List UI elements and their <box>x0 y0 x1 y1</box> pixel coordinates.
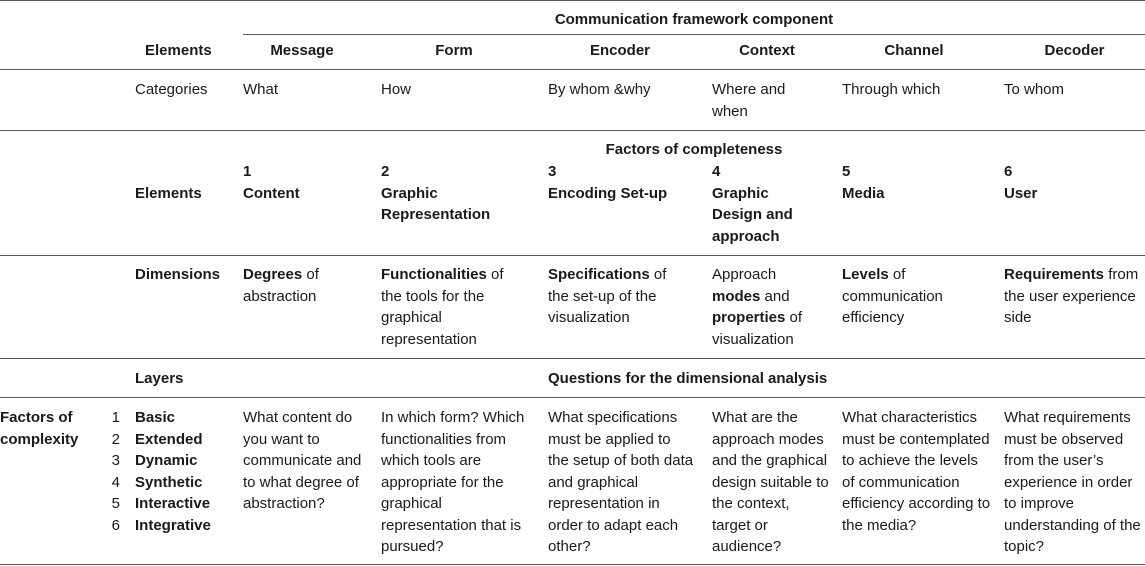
level-number: 4 <box>111 473 120 491</box>
dimension-text: of visualization <box>712 309 803 348</box>
rule-bottom <box>0 564 1145 565</box>
question-form: In which form? Which functionalities fro… <box>381 409 525 555</box>
factor-number: 2 <box>381 163 390 180</box>
dimension-keyword: properties <box>712 309 786 326</box>
elements-label: Elements <box>145 42 212 59</box>
complexity-level-numbers: 1 2 3 4 5 6 <box>100 407 120 536</box>
completeness-elements-label: Elements <box>135 185 202 202</box>
component-message: Message <box>270 42 334 59</box>
level-name: Basic <box>135 409 176 426</box>
level-number: 1 <box>111 409 120 426</box>
completeness-title: Factors of completeness <box>605 141 783 158</box>
dimension-text: of the set-up of the visualization <box>548 266 667 326</box>
group-title: Communication framework component <box>554 11 834 28</box>
factor-name: Content <box>243 184 300 202</box>
dimension-text: from the user experience side <box>1004 266 1139 326</box>
complexity-label: Factors of complexity <box>0 407 95 450</box>
factor-4: 4 Graphic Design and approach <box>712 161 812 247</box>
level-number: 2 <box>111 430 120 448</box>
dimension-keyword: Functionalities <box>381 266 487 283</box>
complexity-label-line: Factors of <box>0 409 73 426</box>
dimension-decoder: Requirements from the user experience si… <box>1004 264 1145 329</box>
factor-name: Graphic Representation <box>381 184 491 224</box>
questions-title: Questions for the dimensional analysis <box>548 370 828 387</box>
dimension-text: and <box>760 287 790 305</box>
dimension-keyword: Degrees <box>243 266 303 283</box>
factor-1: 1 Content <box>243 161 361 204</box>
categories-label: Categories <box>135 81 208 98</box>
level-name: Synthetic <box>135 473 203 491</box>
category-form: How <box>381 81 412 98</box>
factor-number: 4 <box>712 163 721 180</box>
component-form: Form <box>435 42 473 59</box>
dimension-keyword: modes <box>712 287 761 305</box>
factor-name: Media <box>842 184 885 202</box>
factor-number: 1 <box>243 163 252 180</box>
question-message: What content do you want to communicate … <box>243 409 362 512</box>
dimension-text: of the tools for the graphical represent… <box>381 266 504 348</box>
dimension-text: Approach <box>712 266 777 283</box>
dimension-keyword: Requirements <box>1004 266 1105 283</box>
rule-under-dimensions <box>0 358 1145 359</box>
dimension-context: Approach modes and properties of visuali… <box>712 264 824 350</box>
level-name: Integrative <box>135 516 211 534</box>
level-number: 5 <box>111 495 120 512</box>
factor-number: 3 <box>548 163 557 180</box>
factor-name: User <box>1004 184 1038 202</box>
dimension-text: of abstraction <box>243 266 319 305</box>
rule-under-layers <box>0 397 1145 398</box>
category-encoder: By whom &why <box>548 81 651 98</box>
dimension-text: of communication efficiency <box>842 266 943 326</box>
factor-5: 5 Media <box>842 161 992 204</box>
category-decoder: To whom <box>1004 81 1065 98</box>
factor-name: Encoding Set-up <box>548 184 668 202</box>
level-number: 3 <box>111 452 120 469</box>
rule-top <box>0 0 1145 1</box>
dimension-channel: Levels of communication efficiency <box>842 264 972 329</box>
dimension-keyword: Specifications <box>548 266 650 283</box>
dimension-encoder: Specifications of the set-up of the visu… <box>548 264 688 329</box>
rule-under-group <box>243 34 1145 35</box>
factor-6: 6 User <box>1004 161 1145 204</box>
category-context: Where and when <box>712 81 786 120</box>
complexity-level-names: Basic Extended Dynamic Synthetic Interac… <box>135 407 235 536</box>
factor-number: 6 <box>1004 163 1013 180</box>
level-name: Interactive <box>135 495 211 512</box>
factor-3: 3 Encoding Set-up <box>548 161 698 204</box>
component-context: Context <box>739 42 795 59</box>
level-name: Extended <box>135 430 203 448</box>
category-channel: Through which <box>842 81 941 98</box>
component-channel: Channel <box>884 42 944 59</box>
dimensions-label: Dimensions <box>135 266 221 283</box>
rule-under-factors <box>0 255 1145 256</box>
category-message: What <box>243 81 279 98</box>
level-name: Dynamic <box>135 452 198 469</box>
complexity-label-line: complexity <box>0 430 79 448</box>
dimension-keyword: Levels <box>842 266 889 283</box>
dimension-message: Degrees of abstraction <box>243 264 343 307</box>
component-decoder: Decoder <box>1044 42 1105 59</box>
question-channel: What characteristics must be contemplate… <box>842 409 991 534</box>
question-decoder: What requirements must be observed from … <box>1004 409 1141 555</box>
question-context: What are the approach modes and the grap… <box>712 409 829 555</box>
dimension-form: Functionalities of the tools for the gra… <box>381 264 521 350</box>
layers-label: Layers <box>135 370 184 387</box>
level-number: 6 <box>111 516 120 534</box>
component-encoder: Encoder <box>589 42 650 59</box>
factor-number: 5 <box>842 163 851 180</box>
rule-under-header <box>0 69 1145 70</box>
rule-under-categories <box>0 130 1145 131</box>
factor-2: 2 Graphic Representation <box>381 161 527 226</box>
factor-name: Graphic Design and approach <box>712 184 793 245</box>
question-encoder: What specifications must be applied to t… <box>548 409 694 555</box>
